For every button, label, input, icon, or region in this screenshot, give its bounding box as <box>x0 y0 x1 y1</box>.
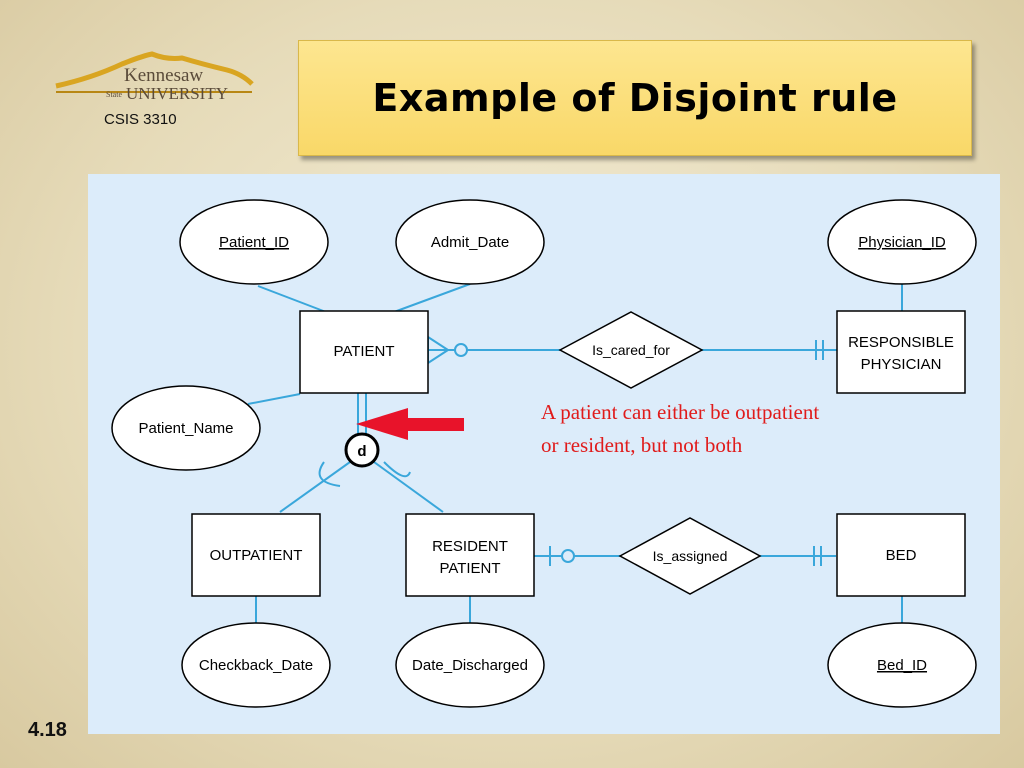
entity-responsible-physician: RESPONSIBLE PHYSICIAN <box>836 310 966 394</box>
attribute-label: Bed_ID <box>877 657 927 674</box>
relationship-is-cared-for: Is_cared_for <box>558 311 704 389</box>
attribute-checkback-date: Checkback_Date <box>181 622 331 708</box>
note-line2: or resident, but not both <box>541 433 743 457</box>
er-diagram: Patient_ID Admit_Date Physician_ID Patie… <box>88 174 1000 734</box>
attribute-label: Patient_Name <box>138 420 233 437</box>
attribute-label: Admit_Date <box>431 234 509 251</box>
relationship-label: Is_assigned <box>653 548 728 564</box>
slide-title: Example of Disjoint rule <box>372 76 898 120</box>
logo-text-state: State <box>106 90 122 99</box>
entity-label-line1: RESPONSIBLE <box>848 334 954 351</box>
relationship-is-assigned: Is_assigned <box>618 517 762 595</box>
slide-number: 4.18 <box>28 719 67 741</box>
red-arrow-icon <box>356 408 464 440</box>
entity-label: OUTPATIENT <box>210 547 303 564</box>
attribute-patient-name: Patient_Name <box>111 385 261 471</box>
title-box: Example of Disjoint rule <box>298 40 972 156</box>
disjoint-symbol: d <box>344 432 380 468</box>
attribute-patient-id: Patient_ID <box>179 199 329 285</box>
connector-lines <box>247 283 903 624</box>
entity-patient: PATIENT <box>299 310 429 394</box>
logo-text-university: UNIVERSITY <box>126 84 228 103</box>
note-line1: A patient can either be outpatient <box>541 400 819 424</box>
relationship-label: Is_cared_for <box>592 342 670 358</box>
entity-label-line1: RESIDENT <box>432 538 508 555</box>
entity-bed: BED <box>836 513 966 597</box>
attribute-physician-id: Physician_ID <box>827 199 977 285</box>
university-logo: Kennesaw State UNIVERSITY <box>55 51 254 103</box>
entity-label-line2: PHYSICIAN <box>861 356 942 373</box>
attribute-admit-date: Admit_Date <box>395 199 545 285</box>
entity-label-line2: PATIENT <box>439 560 500 577</box>
entity-label: PATIENT <box>333 343 394 360</box>
attribute-label: Date_Discharged <box>412 657 528 674</box>
entity-label: BED <box>886 547 917 564</box>
attribute-label: Checkback_Date <box>199 657 313 674</box>
logo-text-line1: Kennesaw <box>124 65 203 86</box>
attribute-label: Patient_ID <box>219 234 289 251</box>
attribute-date-discharged: Date_Discharged <box>395 622 545 708</box>
disjoint-label: d <box>357 443 366 460</box>
entity-outpatient: OUTPATIENT <box>191 513 321 597</box>
attribute-label: Physician_ID <box>858 234 946 251</box>
course-code: CSIS 3310 <box>104 111 177 128</box>
entity-resident-patient: RESIDENT PATIENT <box>405 513 535 597</box>
attribute-bed-id: Bed_ID <box>827 622 977 708</box>
